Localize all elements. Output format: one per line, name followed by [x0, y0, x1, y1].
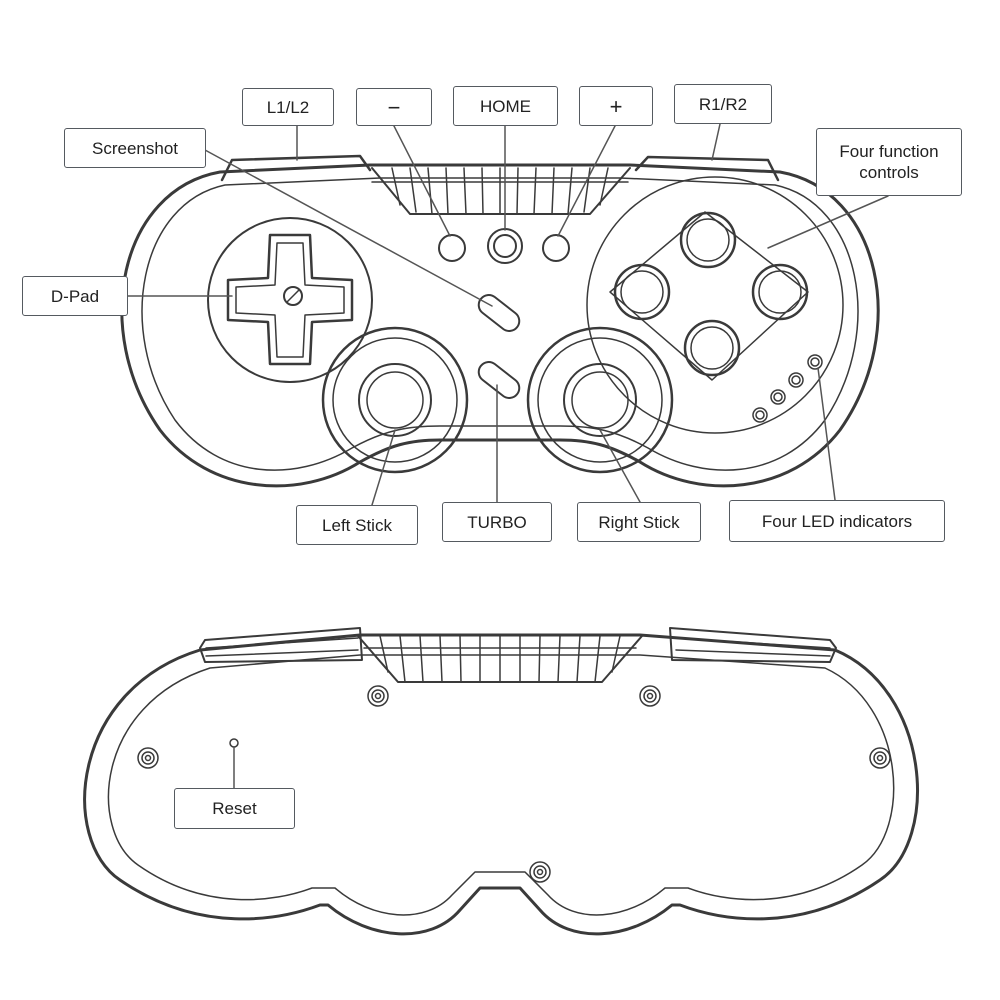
- right-shoulder-bumper: [634, 155, 780, 182]
- left-stick: [321, 326, 469, 474]
- label-led-indicators: Four LED indicators: [729, 500, 945, 542]
- label-right-stick: Right Stick: [577, 502, 701, 542]
- label-minus-text: −: [387, 94, 401, 120]
- home-button-inner: [493, 234, 517, 258]
- dpad-recess: [207, 217, 373, 383]
- reset-hole: [229, 738, 239, 748]
- back-right-shoulder: [669, 627, 837, 663]
- front-grip-ridges: [371, 167, 629, 215]
- dpad-center-icon: [283, 286, 303, 306]
- label-four-function-line2: controls: [859, 163, 919, 182]
- back-body-inner-rim: [107, 654, 895, 916]
- action-buttons-recess: [586, 176, 844, 434]
- label-screenshot: Screenshot: [64, 128, 206, 168]
- front-body-outline: [120, 163, 880, 488]
- minus-button: [438, 234, 466, 262]
- front-leader-lines: [127, 123, 889, 506]
- back-screws: [137, 685, 891, 883]
- label-plus-text: +: [609, 93, 623, 119]
- action-buttons-diamond: [609, 211, 809, 381]
- action-buttons: [613, 211, 809, 377]
- label-turbo: TURBO: [442, 502, 552, 542]
- label-four-function-controls: Four function controls: [816, 128, 962, 196]
- back-grip-ridges: [363, 635, 637, 683]
- label-minus: −: [356, 88, 432, 126]
- label-reset: Reset: [174, 788, 295, 829]
- front-controller: [120, 154, 880, 488]
- screenshot-button: [477, 293, 521, 333]
- label-four-function-line1: Four function: [839, 142, 939, 161]
- label-plus: +: [579, 86, 653, 126]
- back-body-outline: [83, 633, 919, 936]
- label-home: HOME: [453, 86, 558, 126]
- right-stick: [526, 326, 674, 474]
- plus-button: [542, 234, 570, 262]
- left-shoulder-bumper: [220, 154, 372, 182]
- label-r1r2: R1/R2: [674, 84, 772, 124]
- label-l1l2: L1/L2: [242, 88, 334, 126]
- dpad-inner: [235, 242, 345, 358]
- led-indicators: [752, 354, 823, 423]
- front-body-inner-rim: [141, 177, 859, 471]
- back-controller: [83, 627, 919, 936]
- label-dpad: D-Pad: [22, 276, 128, 316]
- dpad-outer: [226, 233, 354, 366]
- label-left-stick: Left Stick: [296, 505, 418, 545]
- back-left-shoulder: [199, 627, 363, 663]
- turbo-button: [477, 360, 521, 400]
